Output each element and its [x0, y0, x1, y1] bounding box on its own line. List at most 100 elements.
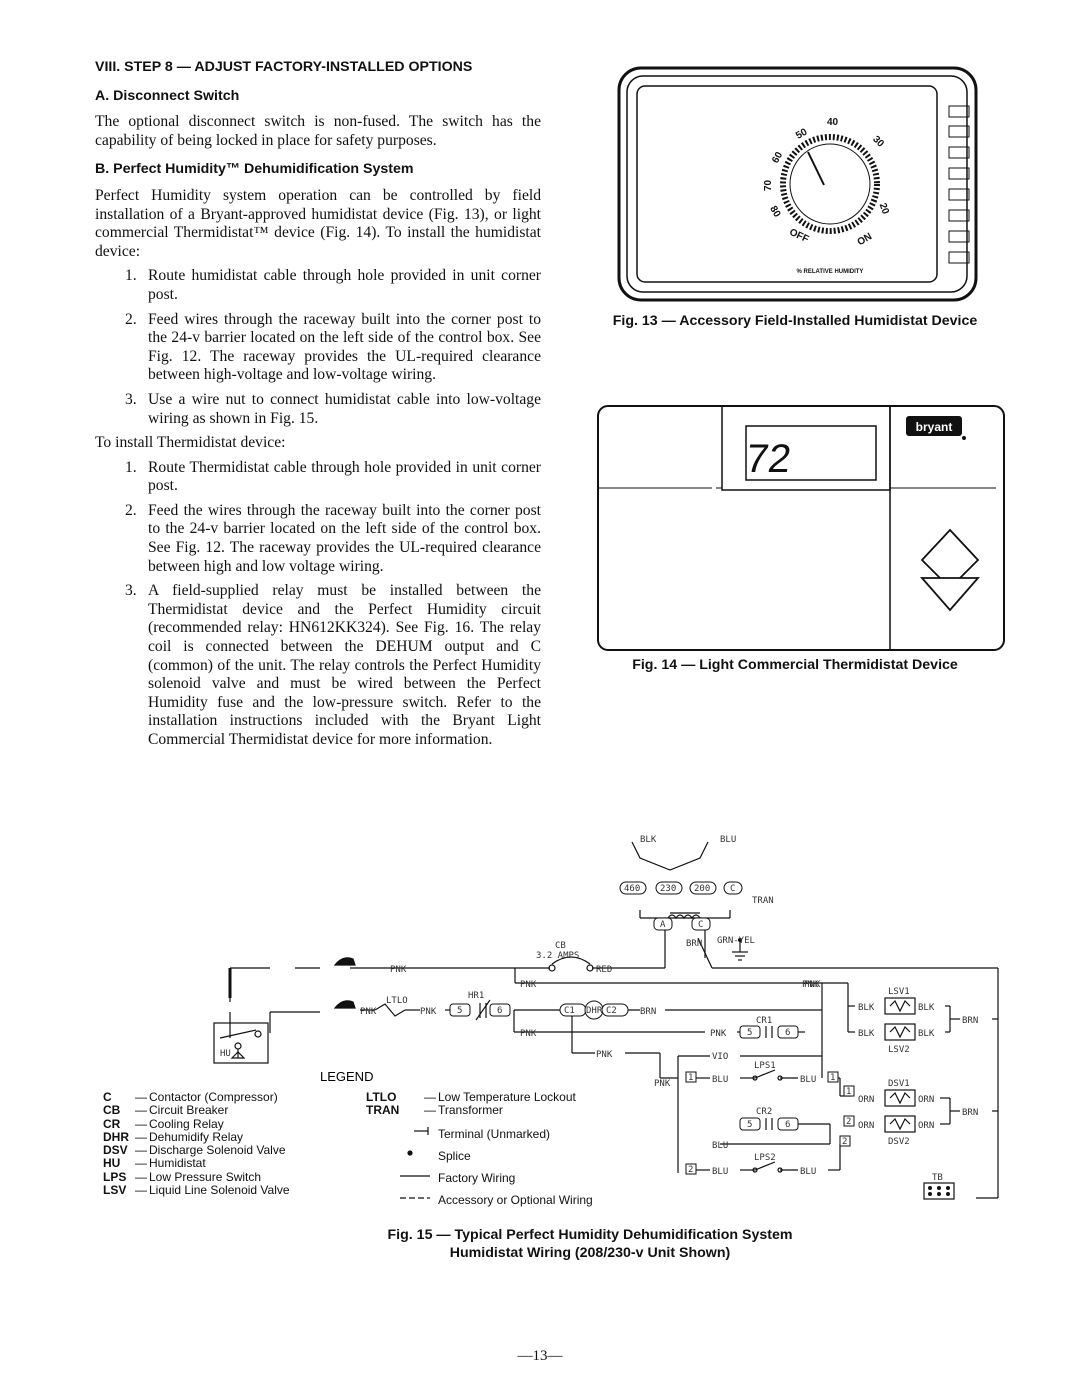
fig15-caption-line2: Humidistat Wiring (208/230-v Unit Shown): [449, 1245, 731, 1261]
thermidistat-steps: 1.Route Thermidistat cable through hole …: [95, 459, 541, 750]
legend-row: TRAN—Transformer: [366, 1103, 503, 1118]
dial-number: 60: [770, 150, 785, 166]
switch-label: LPS2: [754, 1153, 776, 1163]
wire-label: ORN: [918, 1121, 934, 1131]
switch-label: LPS1: [754, 1061, 776, 1071]
thermidistat-figure: 72 bryant: [597, 405, 1005, 651]
terminal-board-label: TB: [932, 1173, 943, 1183]
dial-number: 80: [767, 204, 782, 220]
section-heading: VIII. STEP 8 — ADJUST FACTORY-INSTALLED …: [95, 59, 473, 75]
wire-label: PNK: [804, 980, 821, 990]
wire-label: PNK: [654, 1079, 671, 1089]
valve-label: DSV1: [888, 1079, 910, 1089]
legend-row: DSV—Discharge Solenoid Valve: [103, 1143, 286, 1158]
terminal-number: 1: [688, 1073, 693, 1083]
dhr-label: DHR: [586, 1006, 603, 1016]
wiring-diagram: BLK BLU 460 230 200 C TRAN A C BRN GRN-Y…: [213, 835, 999, 1200]
perfect-humidity-text: Perfect Humidity system operation can be…: [95, 186, 541, 260]
wire-label: PNK: [520, 1029, 537, 1039]
dial-number: 20: [877, 202, 891, 217]
relative-humidity-label: % RELATIVE HUMIDITY: [797, 269, 864, 275]
wire-label: BLK: [918, 1003, 935, 1013]
legend-row: CR—Cooling Relay: [103, 1116, 224, 1131]
dial-pointer: [807, 151, 825, 186]
legend-row: C—Contactor (Compressor): [103, 1090, 278, 1104]
list-item: 2.Feed the wires through the raceway bui…: [125, 501, 541, 575]
breaker-rating: 3.2 AMPS: [536, 951, 579, 961]
wire-label: BLU: [712, 1167, 728, 1177]
terminal-label: 460: [624, 884, 640, 894]
relay-label: CR1: [756, 1016, 772, 1026]
legend-title: LEGEND: [320, 1069, 373, 1084]
breaker-label: CB: [555, 941, 566, 951]
fig13-caption: Fig. 13 — Accessory Field-Installed Humi…: [612, 313, 978, 329]
wire-label: VIO: [712, 1052, 728, 1062]
wire-label: PNK: [520, 980, 537, 990]
left-column: VIII. STEP 8 — ADJUST FACTORY-INSTALLED …: [95, 58, 541, 756]
relay-label: HR1: [468, 991, 484, 1001]
terminal-label: 5: [747, 1120, 752, 1130]
terminal-label: 200: [694, 884, 710, 894]
legend-row: DHR—Dehumidify Relay: [103, 1129, 244, 1144]
wire-label: BLU: [800, 1075, 816, 1085]
wire-label: BRN: [962, 1016, 978, 1026]
wire-label: BLK: [640, 835, 657, 845]
temperature-display: [745, 425, 877, 481]
humidistat-steps: 1.Route humidistat cable through hole pr…: [95, 267, 541, 428]
perfect-humidity-heading: B. Perfect Humidity™ Dehumidification Sy…: [95, 161, 414, 178]
wire-label: ORN: [858, 1121, 874, 1131]
wire-label: BLK: [918, 1029, 935, 1039]
dial-number: 40: [827, 117, 839, 128]
disconnect-switch-text: The optional disconnect switch is non-fu…: [95, 113, 541, 149]
legend-symbol-label: Accessory or Optional Wiring: [438, 1193, 593, 1207]
disconnect-switch-heading: A. Disconnect Switch: [95, 87, 240, 104]
fig15-caption-line1: Fig. 15 — Typical Perfect Humidity Dehum…: [387, 1227, 793, 1243]
wire-label: BRN: [640, 1007, 656, 1017]
wire-label: BLU: [800, 1167, 816, 1177]
legend-symbol-label: Terminal (Unmarked): [438, 1127, 551, 1141]
wire-label: BLU: [720, 835, 736, 845]
wire-label: GRN-YEL: [717, 936, 755, 946]
side-tabs: [948, 105, 970, 264]
valve-label: LSV2: [888, 1045, 910, 1055]
terminal-label: C1: [564, 1006, 575, 1016]
terminal-label: 230: [660, 884, 676, 894]
legend-row: LTLO—Low Temperature Lockout: [366, 1090, 576, 1104]
humidistat-figure: 40 50 60 70 80 30 20 OFF ON % RELATIVE H…: [617, 66, 978, 302]
relay-label: CR2: [756, 1107, 772, 1117]
wire-label: BLU: [712, 1141, 728, 1151]
list-item: 1.Route humidistat cable through hole pr…: [125, 267, 541, 303]
wire-label: RED: [596, 965, 612, 975]
valve-label: LSV1: [888, 987, 910, 997]
terminal-number: 2: [842, 1137, 847, 1147]
list-item: 3.A field-supplied relay must be install…: [125, 582, 541, 748]
dial-number: 70: [763, 179, 774, 191]
transformer-label: TRAN: [752, 896, 774, 906]
terminal-label: 6: [785, 1028, 790, 1038]
terminal-label: 6: [785, 1120, 790, 1130]
terminal-number: 1: [846, 1087, 851, 1097]
list-item: 3.Use a wire nut to connect humidistat c…: [125, 390, 541, 427]
bryant-logo: bryant: [906, 416, 966, 440]
list-item: 1.Route Thermidistat cable through hole …: [125, 458, 541, 495]
ltlo-label: LTLO: [386, 996, 408, 1006]
wire-label: PNK: [420, 1007, 437, 1017]
terminal-label: 5: [457, 1006, 462, 1016]
legend-row: CB—Circuit Breaker: [103, 1103, 229, 1118]
list-item: 2.Feed wires through the raceway built i…: [125, 310, 541, 384]
legend-symbol-label: Splice: [438, 1149, 471, 1163]
legend-row: LPS—Low Pressure Switch: [103, 1169, 262, 1184]
terminal-number: 2: [688, 1165, 693, 1175]
down-arrow-button[interactable]: [920, 577, 980, 612]
legend-symbols: Terminal (Unmarked) Splice Factory Wirin…: [438, 1123, 593, 1211]
wire-label: BLK: [858, 1003, 875, 1013]
terminal-label: A: [660, 920, 666, 930]
page-number: —13—: [517, 1348, 563, 1364]
wire-label: PNK: [710, 1029, 727, 1039]
humidistat-label: HU: [220, 1049, 231, 1059]
wire-label: BLK: [858, 1029, 875, 1039]
svg-text:bryant: bryant: [916, 420, 953, 434]
dial-number: 50: [794, 126, 810, 141]
thermidistat-intro: To install Thermidistat device:: [95, 434, 286, 452]
wire-label: BRN: [686, 939, 702, 949]
